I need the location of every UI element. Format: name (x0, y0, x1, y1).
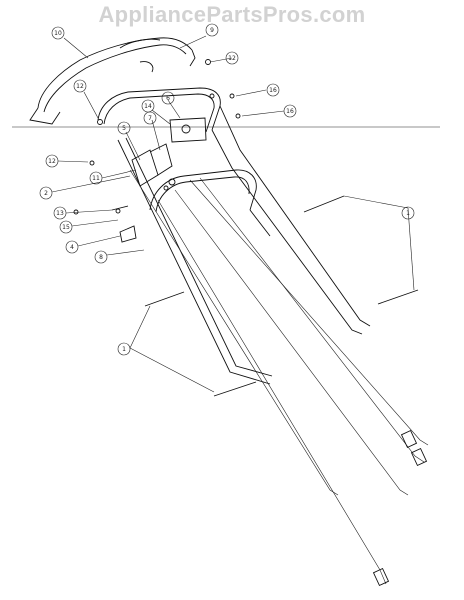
svg-text:16: 16 (286, 108, 294, 115)
svg-text:10: 10 (54, 30, 62, 37)
callout-15: 15 (59, 220, 73, 234)
svg-text:13: 13 (56, 210, 64, 217)
svg-text:7: 7 (148, 115, 152, 122)
svg-text:11: 11 (92, 175, 100, 182)
svg-text:12: 12 (76, 83, 84, 90)
callout-10: 10 (51, 26, 65, 40)
pin-2 (213, 381, 257, 397)
control-5 (149, 143, 173, 176)
svg-text:14: 14 (144, 103, 152, 110)
cable-3 (174, 189, 409, 496)
callout-16: 16 (266, 83, 280, 97)
callout-11: 11 (89, 171, 103, 185)
upper-handle (97, 87, 221, 131)
watermark: AppliancePartsPros.com (98, 2, 366, 27)
svg-text:1: 1 (406, 210, 410, 217)
callout-9: 9 (205, 23, 219, 37)
control-2 (131, 149, 159, 187)
svg-text:4: 4 (70, 244, 74, 251)
callout-1: 1 (401, 206, 415, 220)
bail-handle-inner (43, 44, 187, 113)
callout-7: 7 (143, 111, 157, 125)
leader-lines (51, 35, 415, 393)
callout-16: 16 (283, 104, 297, 118)
callouts: 10 9 12 12 16 16 14 6 7 5 12 11 2 13 15 … (39, 23, 415, 356)
clip-4 (119, 225, 137, 243)
callout-12: 12 (225, 51, 239, 65)
handle-tube-left (117, 139, 271, 385)
pin-1 (144, 291, 185, 307)
cable-1 (129, 169, 339, 496)
callout-13: 13 (53, 206, 67, 220)
callout-4: 4 (65, 240, 79, 254)
callout-14: 14 (141, 99, 155, 113)
callout-1: 1 (117, 342, 131, 356)
bail-handle (37, 37, 193, 109)
svg-text:15: 15 (62, 224, 70, 231)
svg-text:5: 5 (122, 125, 126, 132)
cable-2 (157, 199, 387, 585)
callout-12: 12 (73, 79, 87, 93)
svg-text:2: 2 (44, 190, 48, 197)
cable-4 (189, 179, 429, 446)
pin-3 (303, 195, 345, 213)
handle-tube-right (219, 105, 371, 327)
bracket-6 (169, 117, 207, 143)
svg-text:12: 12 (48, 158, 56, 165)
callout-5: 5 (117, 121, 131, 135)
svg-text:16: 16 (269, 87, 277, 94)
bail-handle-end (29, 107, 61, 125)
callout-6: 6 (161, 91, 175, 105)
svg-text:6: 6 (166, 95, 170, 102)
lower-handle (149, 169, 257, 211)
svg-text:9: 9 (210, 27, 214, 34)
svg-text:1: 1 (122, 346, 126, 353)
svg-text:12: 12 (228, 55, 236, 62)
callout-12: 12 (45, 154, 59, 168)
callout-8: 8 (94, 250, 108, 264)
svg-text:8: 8 (99, 254, 103, 261)
pin-4 (377, 289, 419, 305)
callout-2: 2 (39, 186, 53, 200)
bail-handle-tip (189, 49, 196, 67)
